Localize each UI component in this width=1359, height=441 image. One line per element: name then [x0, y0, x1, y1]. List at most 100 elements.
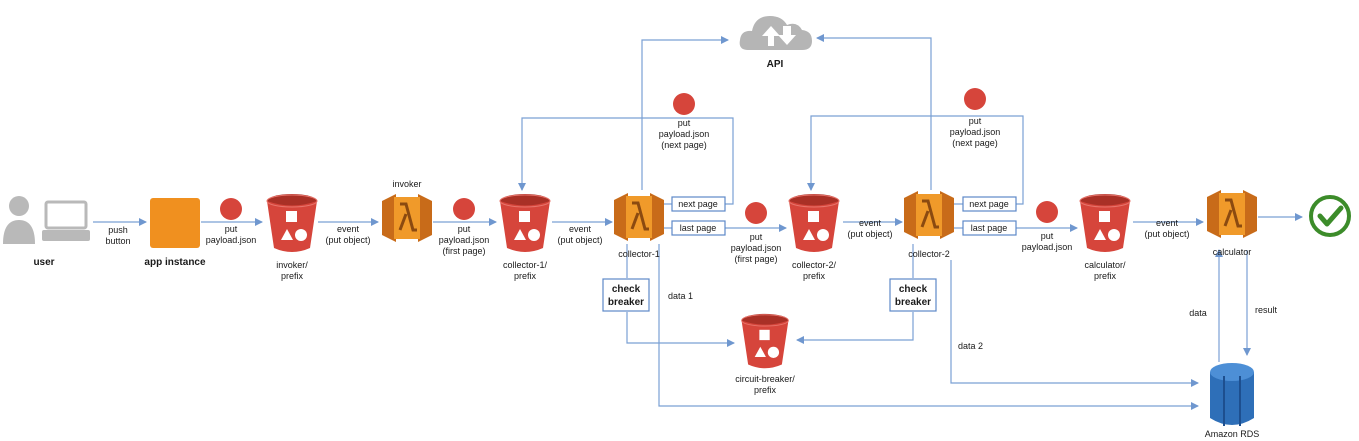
svg-text:circuit-breaker/: circuit-breaker/ [735, 374, 795, 384]
s3-bucket-icon [741, 313, 789, 369]
svg-text:event: event [1156, 218, 1179, 228]
calculator-bucket-node: calculator/ prefix [1079, 193, 1131, 281]
svg-text:payload.json: payload.json [439, 235, 490, 245]
svg-text:breaker: breaker [895, 297, 931, 308]
svg-text:check: check [899, 284, 928, 295]
s3-bucket-icon [1079, 193, 1131, 253]
svg-text:last page: last page [680, 223, 717, 233]
arrow-check2-to-breaker [796, 312, 914, 344]
cloud-api-icon [739, 16, 812, 50]
app-instance-label: app instance [144, 257, 206, 268]
collector2-label: collector-2 [908, 249, 950, 259]
arrow-collector2-to-api [816, 34, 932, 190]
svg-text:payload.json: payload.json [206, 235, 257, 245]
svg-text:event: event [859, 218, 882, 228]
svg-text:button: button [105, 236, 130, 246]
arrow-nextpage-loop-c2 [807, 115, 1024, 205]
put-event-icon [220, 198, 242, 220]
next-page-box-1: next page [671, 196, 726, 212]
calculator-label: calculator [1213, 247, 1252, 257]
svg-text:prefix: prefix [803, 271, 826, 281]
last-page-box-2: last page [962, 220, 1017, 236]
circuit-breaker-bucket-node: circuit-breaker/ prefix [735, 313, 795, 395]
database-icon [1210, 363, 1254, 426]
last-page-box-1: last page [671, 220, 726, 236]
put-event-icon [673, 93, 695, 115]
svg-text:(first page): (first page) [442, 246, 485, 256]
api-node: API [739, 16, 812, 70]
push-button-label: push button [105, 225, 130, 246]
api-label: API [767, 59, 784, 70]
svg-text:put: put [750, 232, 763, 242]
arrow-data1-to-rds [658, 244, 1199, 410]
svg-text:prefix: prefix [514, 271, 537, 281]
lambda-icon [904, 189, 954, 241]
svg-text:last page: last page [971, 223, 1008, 233]
arrow-data2-to-rds [950, 260, 1199, 387]
put-payload-label-1: put payload.json [206, 224, 257, 245]
svg-text:(next page): (next page) [661, 140, 707, 150]
collector1-label: collector-1 [618, 249, 660, 259]
collector1-bucket-node: collector-1/ prefix [499, 193, 551, 281]
svg-text:collector-1/: collector-1/ [503, 260, 548, 270]
invoker-node: invoker [382, 179, 432, 243]
check-breaker-box-1: check breaker [602, 278, 650, 312]
svg-text:next page: next page [678, 199, 718, 209]
rds-label: Amazon RDS [1205, 429, 1260, 439]
user-node: user [3, 196, 90, 268]
collector2-node: collector-2 [904, 189, 954, 259]
svg-text:prefix: prefix [1094, 271, 1117, 281]
data1-label: data 1 [668, 291, 693, 301]
svg-text:payload.json: payload.json [731, 243, 782, 253]
svg-text:prefix: prefix [281, 271, 304, 281]
svg-text:(put object): (put object) [325, 235, 370, 245]
app-instance-node: app instance [144, 198, 206, 268]
event-label-4: event (put object) [1144, 218, 1189, 239]
svg-text:check: check [612, 284, 641, 295]
put-next-page-label-2: put payload.json (next page) [950, 116, 1001, 148]
lambda-icon [382, 193, 432, 243]
put-first-page-label-2: put payload.json (first page) [731, 232, 782, 264]
svg-text:prefix: prefix [754, 385, 777, 395]
put-event-icon [453, 198, 475, 220]
svg-text:collector-2/: collector-2/ [792, 260, 837, 270]
svg-text:breaker: breaker [608, 297, 644, 308]
put-first-page-label-1: put payload.json (first page) [439, 224, 490, 256]
svg-text:invoker/: invoker/ [276, 260, 308, 270]
svg-text:put: put [458, 224, 471, 234]
svg-text:put: put [969, 116, 982, 126]
svg-text:payload.json: payload.json [1022, 242, 1073, 252]
s3-bucket-icon [499, 193, 551, 253]
put-payload-label-2: put payload.json [1022, 231, 1073, 252]
check-breaker-box-2: check breaker [889, 278, 937, 312]
lambda-icon [614, 191, 664, 243]
svg-text:payload.json: payload.json [659, 129, 710, 139]
svg-text:(put object): (put object) [847, 229, 892, 239]
svg-text:(first page): (first page) [734, 254, 777, 264]
collector2-bucket-node: collector-2/ prefix [788, 193, 840, 281]
svg-text:event: event [569, 224, 592, 234]
svg-text:push: push [108, 225, 128, 235]
success-check-icon [1309, 195, 1351, 237]
user-workstation-icon [3, 196, 90, 244]
collector1-node: collector-1 [614, 191, 664, 259]
put-event-icon [745, 202, 767, 224]
svg-text:event: event [337, 224, 360, 234]
put-next-page-label-1: put payload.json (next page) [659, 118, 710, 150]
next-page-box-2: next page [962, 196, 1017, 212]
svg-text:put: put [1041, 231, 1054, 241]
connectors [93, 34, 1303, 410]
svg-text:(next page): (next page) [952, 138, 998, 148]
svg-text:payload.json: payload.json [950, 127, 1001, 137]
user-label: user [33, 257, 54, 268]
svg-text:put: put [678, 118, 691, 128]
svg-text:(put object): (put object) [557, 235, 602, 245]
svg-text:calculator/: calculator/ [1084, 260, 1126, 270]
app-instance-icon [150, 198, 200, 248]
arrow-check1-to-breaker [626, 312, 735, 347]
data2-label: data 2 [958, 341, 983, 351]
result-label: result [1255, 305, 1278, 315]
rds-node: Amazon RDS [1205, 363, 1260, 439]
put-event-icon [1036, 201, 1058, 223]
